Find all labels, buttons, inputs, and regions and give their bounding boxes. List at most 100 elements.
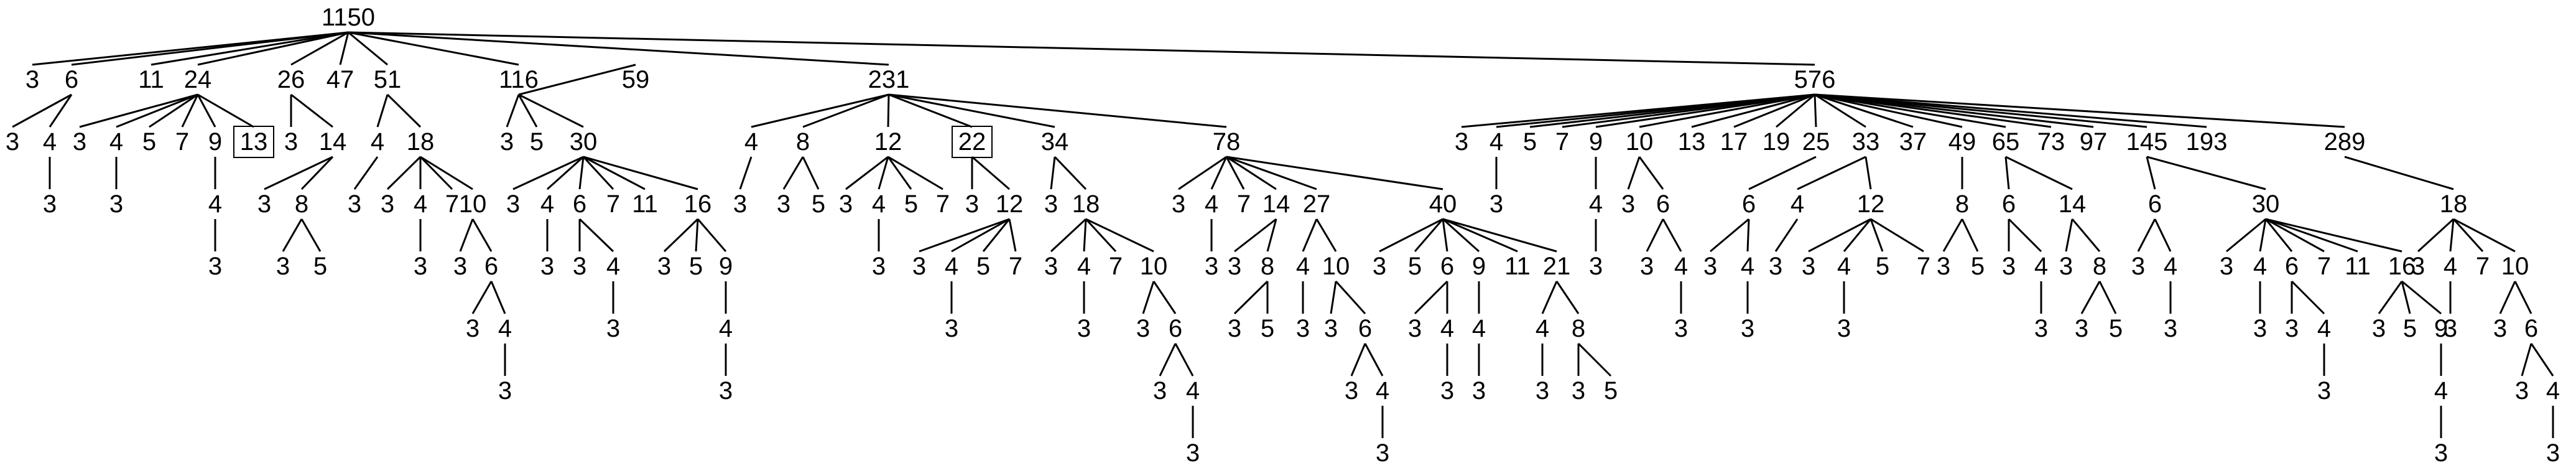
tree-edge	[2401, 280, 2442, 315]
tree-node-label: 5	[1523, 128, 1537, 156]
tree-edge	[1843, 218, 1872, 252]
tree-node-label: 5	[1876, 253, 1889, 280]
tree-edge	[888, 93, 973, 128]
tree-node-label: 7	[1009, 253, 1022, 280]
tree-node-label: 3	[284, 128, 298, 156]
tree-node-label: 4	[2164, 253, 2177, 280]
tree-node-label: 4	[2034, 253, 2048, 280]
tree-edge	[845, 156, 889, 190]
tree-node-label: 4	[1837, 253, 1851, 280]
tree-edge	[2401, 281, 2411, 314]
tree-node-label: 3	[1186, 439, 1200, 467]
tree-node-label: 3	[2059, 253, 2073, 280]
tree-edge	[582, 156, 614, 190]
tree-edge	[2137, 218, 2156, 252]
tree-edge	[1748, 156, 1817, 190]
tree-node-label: 3	[2164, 315, 2177, 342]
tree-edge	[1746, 218, 1750, 252]
tree-node-label: 11	[632, 190, 658, 218]
tree-node-label: 3	[73, 128, 86, 156]
tree-node-label: 8	[1261, 253, 1274, 280]
tree-node-label: 3	[453, 253, 467, 280]
tree-node-label: 7	[2476, 253, 2490, 280]
tree-edge	[1577, 342, 1612, 377]
tree-edge	[1085, 218, 1117, 253]
tree-node-label: 3	[6, 128, 19, 156]
tree-node-label: 9	[208, 128, 222, 156]
tree-node-label: 7	[1237, 190, 1251, 218]
tree-node-label: 3	[43, 190, 57, 218]
tree-node-label: 3	[2034, 315, 2048, 342]
tree-node-label: 3	[1741, 315, 1754, 342]
tree-node-label: 9	[719, 253, 733, 280]
tree-node-label: 33	[1852, 128, 1880, 156]
tree-edges	[12, 31, 2554, 438]
tree-edge	[386, 93, 422, 128]
tree-edge	[1814, 93, 1963, 128]
tree-node-label: 59	[622, 66, 650, 93]
tree-node-label: 3	[498, 377, 512, 405]
tree-node-label: 3	[1937, 253, 1950, 280]
tree-edge	[1159, 343, 1177, 377]
tree-node-label: 3	[657, 253, 671, 280]
tree-node-label: 8	[295, 190, 308, 218]
tree-node-label: 4	[1077, 253, 1091, 280]
tree-node-label: 30	[570, 128, 598, 156]
tree-node-label: 5	[812, 190, 825, 218]
tree-node-label: 3	[2253, 315, 2267, 342]
tree-node-label: 4	[1376, 377, 1389, 405]
tree-node-label: 3	[2372, 315, 2386, 342]
tree-edge	[2521, 343, 2532, 377]
tree-node-label: 3	[348, 190, 361, 218]
tree-edge	[2154, 218, 2172, 252]
tree-edge	[1414, 280, 1448, 315]
tree-edge	[1379, 218, 1443, 253]
tree-node-label: 11	[138, 66, 164, 93]
tree-edge	[1266, 218, 1277, 252]
tree-node-label: 3	[733, 190, 747, 218]
tree-edge	[1865, 156, 1872, 190]
tree-node-label: 3	[1345, 377, 1358, 405]
tree-edge	[1315, 218, 1337, 252]
tree-edge	[2344, 156, 2454, 190]
tree-edge	[386, 156, 422, 190]
tree-edge	[1085, 218, 1154, 253]
tree-node-label: 3	[25, 66, 39, 93]
tree-node-label: 17	[1720, 128, 1748, 156]
tree-node-label: 18	[407, 128, 435, 156]
tree-node-label: 7	[606, 190, 620, 218]
tree-edge	[348, 31, 889, 66]
tree-node-label: 3	[1153, 377, 1167, 405]
tree-edge	[919, 218, 1010, 253]
tree-node-label: 18	[2440, 190, 2468, 218]
tree-edge	[1733, 93, 1815, 128]
tree-node-label: 4	[1296, 253, 1310, 280]
tree-node-label: 3	[1440, 377, 1454, 405]
tree-node-label: 4	[2546, 377, 2560, 405]
tree-node-label: 4	[540, 190, 554, 218]
tree-node-label: 3	[1589, 253, 1603, 280]
tree-node-label: 26	[277, 66, 305, 93]
tree-node-label: 4	[2253, 253, 2267, 280]
tree-node-label: 73	[2037, 128, 2065, 156]
tree-node-label: 12	[874, 128, 902, 156]
tree-edge	[300, 218, 322, 252]
tree-edge	[116, 93, 198, 128]
tree-node-label: 6	[2285, 253, 2299, 280]
tree-edge	[2008, 218, 2042, 253]
tree-node-label: 3	[1373, 253, 1386, 280]
tree-edge	[1814, 93, 2006, 128]
tree-edge	[1442, 218, 1480, 253]
tree-node-label: 5	[313, 253, 327, 280]
tree-edge	[517, 94, 538, 128]
tree-edge	[1442, 218, 1557, 253]
tree-edge	[2226, 218, 2266, 253]
tree-edge	[339, 32, 350, 65]
tree-node-label: 3	[500, 128, 514, 156]
tree-node-label: 3	[945, 315, 958, 342]
tree-edge	[376, 94, 389, 128]
tree-edge	[2264, 218, 2293, 252]
highlight-box	[952, 126, 993, 158]
tree-node-label: 3	[1172, 190, 1185, 218]
tree-edge	[697, 218, 727, 252]
